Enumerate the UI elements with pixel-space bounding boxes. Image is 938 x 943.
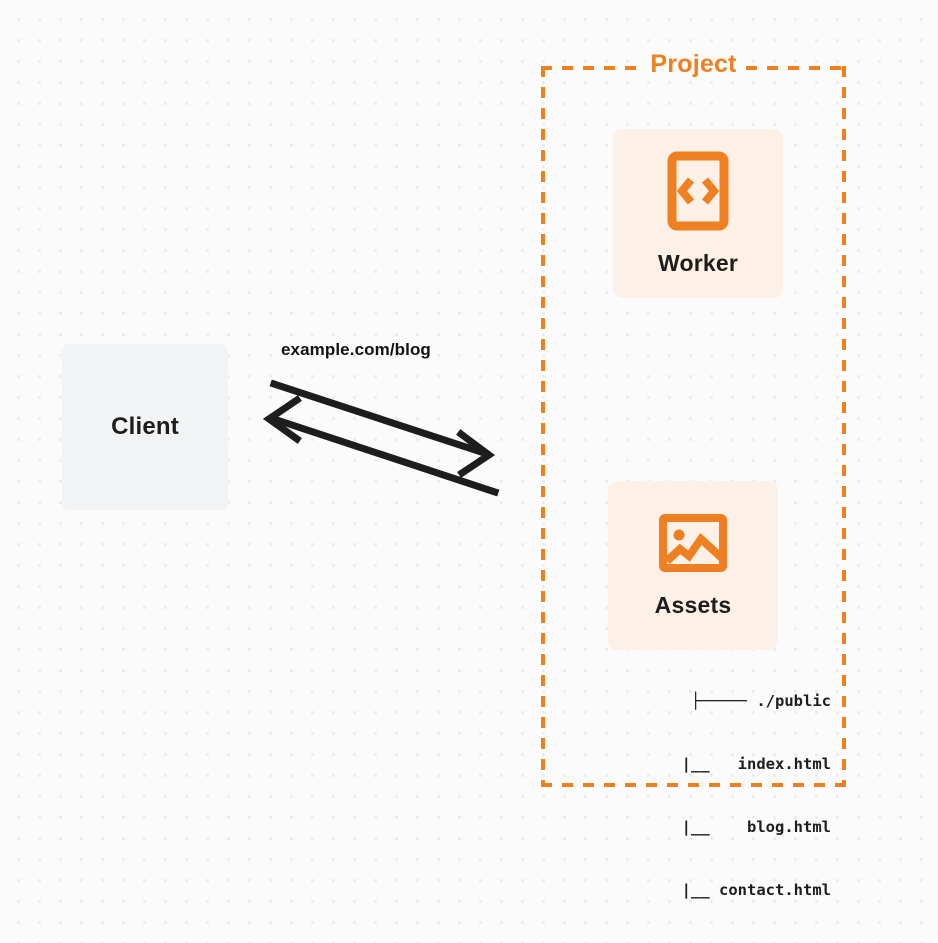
image-icon: [658, 513, 728, 578]
connection-url-label: example.com/blog: [281, 340, 431, 359]
request-arrow-icon: [269, 379, 496, 478]
response-arrow-icon: [262, 395, 500, 497]
project-border-right: [842, 66, 846, 787]
node-assets-label: Assets: [654, 591, 732, 618]
node-worker-label: Worker: [657, 249, 739, 276]
project-border-bottom: [541, 783, 846, 787]
file-tree-row: |__ blog.html: [653, 818, 831, 836]
file-tree-row: |__ contact.html: [653, 881, 831, 899]
assets-file-tree: ├───── ./public |__ index.html |__ blog.…: [586, 649, 831, 943]
code-brackets-icon: [667, 151, 729, 236]
node-worker[interactable]: Worker: [613, 129, 783, 298]
group-project-title: Project: [643, 50, 744, 79]
project-border-top-left: [541, 66, 641, 70]
node-client[interactable]: Client: [62, 344, 228, 510]
project-border-top-right: [746, 66, 846, 70]
project-border-left: [541, 66, 545, 787]
node-client-label: Client: [111, 413, 179, 440]
diagram-canvas: Client example.com/blog Project: [62, 50, 846, 899]
file-tree-row: |__ index.html: [653, 755, 831, 773]
group-project: Project Worker Assets: [541, 50, 846, 899]
file-tree-row: ├───── ./public: [691, 692, 831, 710]
node-assets[interactable]: Assets: [608, 481, 778, 650]
